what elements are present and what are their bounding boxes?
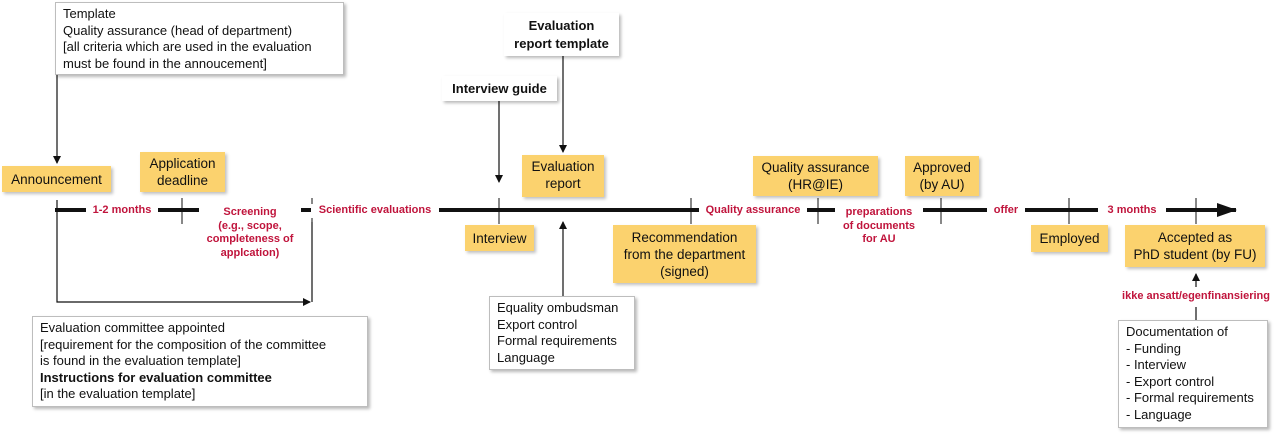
milestone-employed: Employed bbox=[1031, 225, 1108, 252]
note-line: - Formal requirements bbox=[1126, 390, 1254, 405]
milestone-application-deadline: Application deadline bbox=[140, 152, 225, 192]
interview-guide-header: Interview guide bbox=[442, 76, 557, 101]
milestone-announcement: Announcement bbox=[2, 166, 111, 192]
note-line: Export control bbox=[497, 316, 578, 332]
note-line: Documentation of bbox=[1126, 324, 1228, 339]
note-line: Quality assurance (head of department) bbox=[63, 22, 293, 38]
timeline-ticks bbox=[181, 198, 1197, 224]
committee-loop-arrow bbox=[56, 200, 311, 306]
note-line: must be found in the annoucement] bbox=[63, 55, 267, 71]
evaluation-report-template-header: Evaluation report template bbox=[504, 13, 619, 56]
phase-screening: Screening (e.g., scope, completeness of … bbox=[199, 206, 301, 260]
milestone-recommendation: Recommendation from the department (sign… bbox=[613, 225, 756, 283]
milestone-quality-assurance-hr: Quality assurance (HR@IE) bbox=[753, 156, 878, 196]
phase-ikke-ansatt: ikke ansatt/egenfinansiering bbox=[1112, 290, 1280, 304]
note-line: Equality ombudsman bbox=[497, 300, 619, 315]
documentation-note: Documentation of - Funding - Interview -… bbox=[1118, 320, 1268, 428]
note-line: [all criteria which are used in the eval… bbox=[63, 39, 312, 54]
note-line: Formal requirements bbox=[497, 333, 617, 348]
note-line: Template bbox=[63, 6, 116, 21]
milestone-evaluation-report: Evaluation report bbox=[522, 155, 604, 197]
note-line: [requirement for the composition of the … bbox=[40, 336, 327, 352]
template-note: Template Quality assurance (head of depa… bbox=[55, 2, 344, 75]
milestone-interview: Interview bbox=[465, 225, 534, 251]
note-line: - Export control bbox=[1126, 373, 1215, 389]
phase-quality-assurance: Quality assurance bbox=[699, 204, 807, 218]
note-line-bold: Instructions for evaluation committee bbox=[40, 369, 272, 385]
note-line: Language bbox=[497, 349, 555, 365]
note-line: - Interview bbox=[1126, 357, 1186, 372]
phase-preparations: preparations of documents for AU bbox=[835, 206, 923, 247]
phase-offer: offer bbox=[987, 204, 1025, 218]
milestone-accepted: Accepted as PhD student (by FU) bbox=[1125, 225, 1265, 267]
note-line: [in the evaluation template] bbox=[40, 386, 196, 401]
equality-note: Equality ombudsman Export control Formal… bbox=[489, 296, 635, 370]
milestone-approved: Approved (by AU) bbox=[905, 156, 979, 196]
committee-note: Evaluation committee appointed [requirem… bbox=[32, 316, 368, 407]
phase-scientific-evaluations: Scientific evaluations bbox=[311, 204, 439, 218]
note-line: Evaluation committee appointed bbox=[40, 320, 226, 335]
phase-1-2-months: 1-2 months bbox=[86, 204, 158, 218]
note-line: - Language bbox=[1126, 406, 1192, 422]
phase-3-months: 3 months bbox=[1098, 204, 1166, 218]
note-line: - Funding bbox=[1126, 340, 1181, 356]
note-line: is found in the evaluation template] bbox=[40, 353, 241, 368]
